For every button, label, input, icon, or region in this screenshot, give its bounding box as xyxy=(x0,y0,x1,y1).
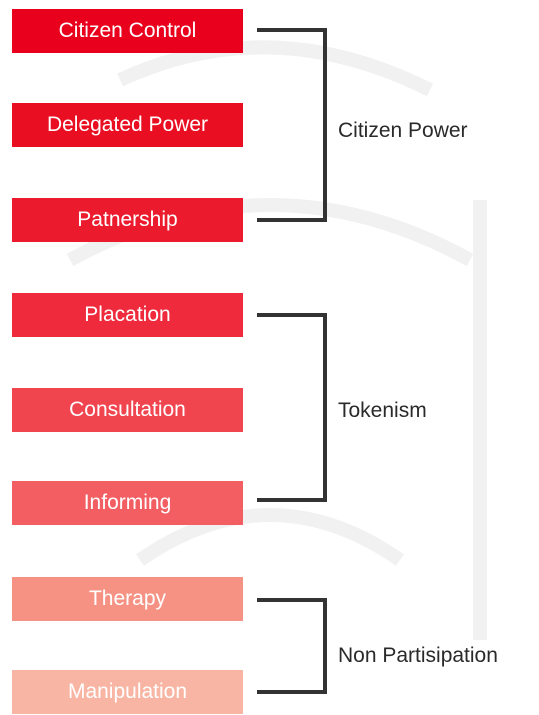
bracket-non-partisipation xyxy=(257,598,327,694)
rung-consultation: Consultation xyxy=(12,388,243,432)
group-label-citizen-power: Citizen Power xyxy=(338,119,468,142)
group-label-tokenism: Tokenism xyxy=(338,399,427,422)
bracket-tokenism xyxy=(257,313,327,502)
group-label-non-partisipation: Non Partisipation xyxy=(338,644,498,667)
rung-patnership: Patnership xyxy=(12,198,243,242)
rung-therapy: Therapy xyxy=(12,577,243,621)
rung-placation: Placation xyxy=(12,293,243,337)
rung-manipulation: Manipulation xyxy=(12,670,243,714)
rung-citizen-control: Citizen Control xyxy=(12,9,243,53)
bracket-citizen-power xyxy=(257,28,327,222)
rung-delegated-power: Delegated Power xyxy=(12,103,243,147)
watermark-arc-top xyxy=(117,40,434,97)
rung-informing: Informing xyxy=(12,481,243,525)
